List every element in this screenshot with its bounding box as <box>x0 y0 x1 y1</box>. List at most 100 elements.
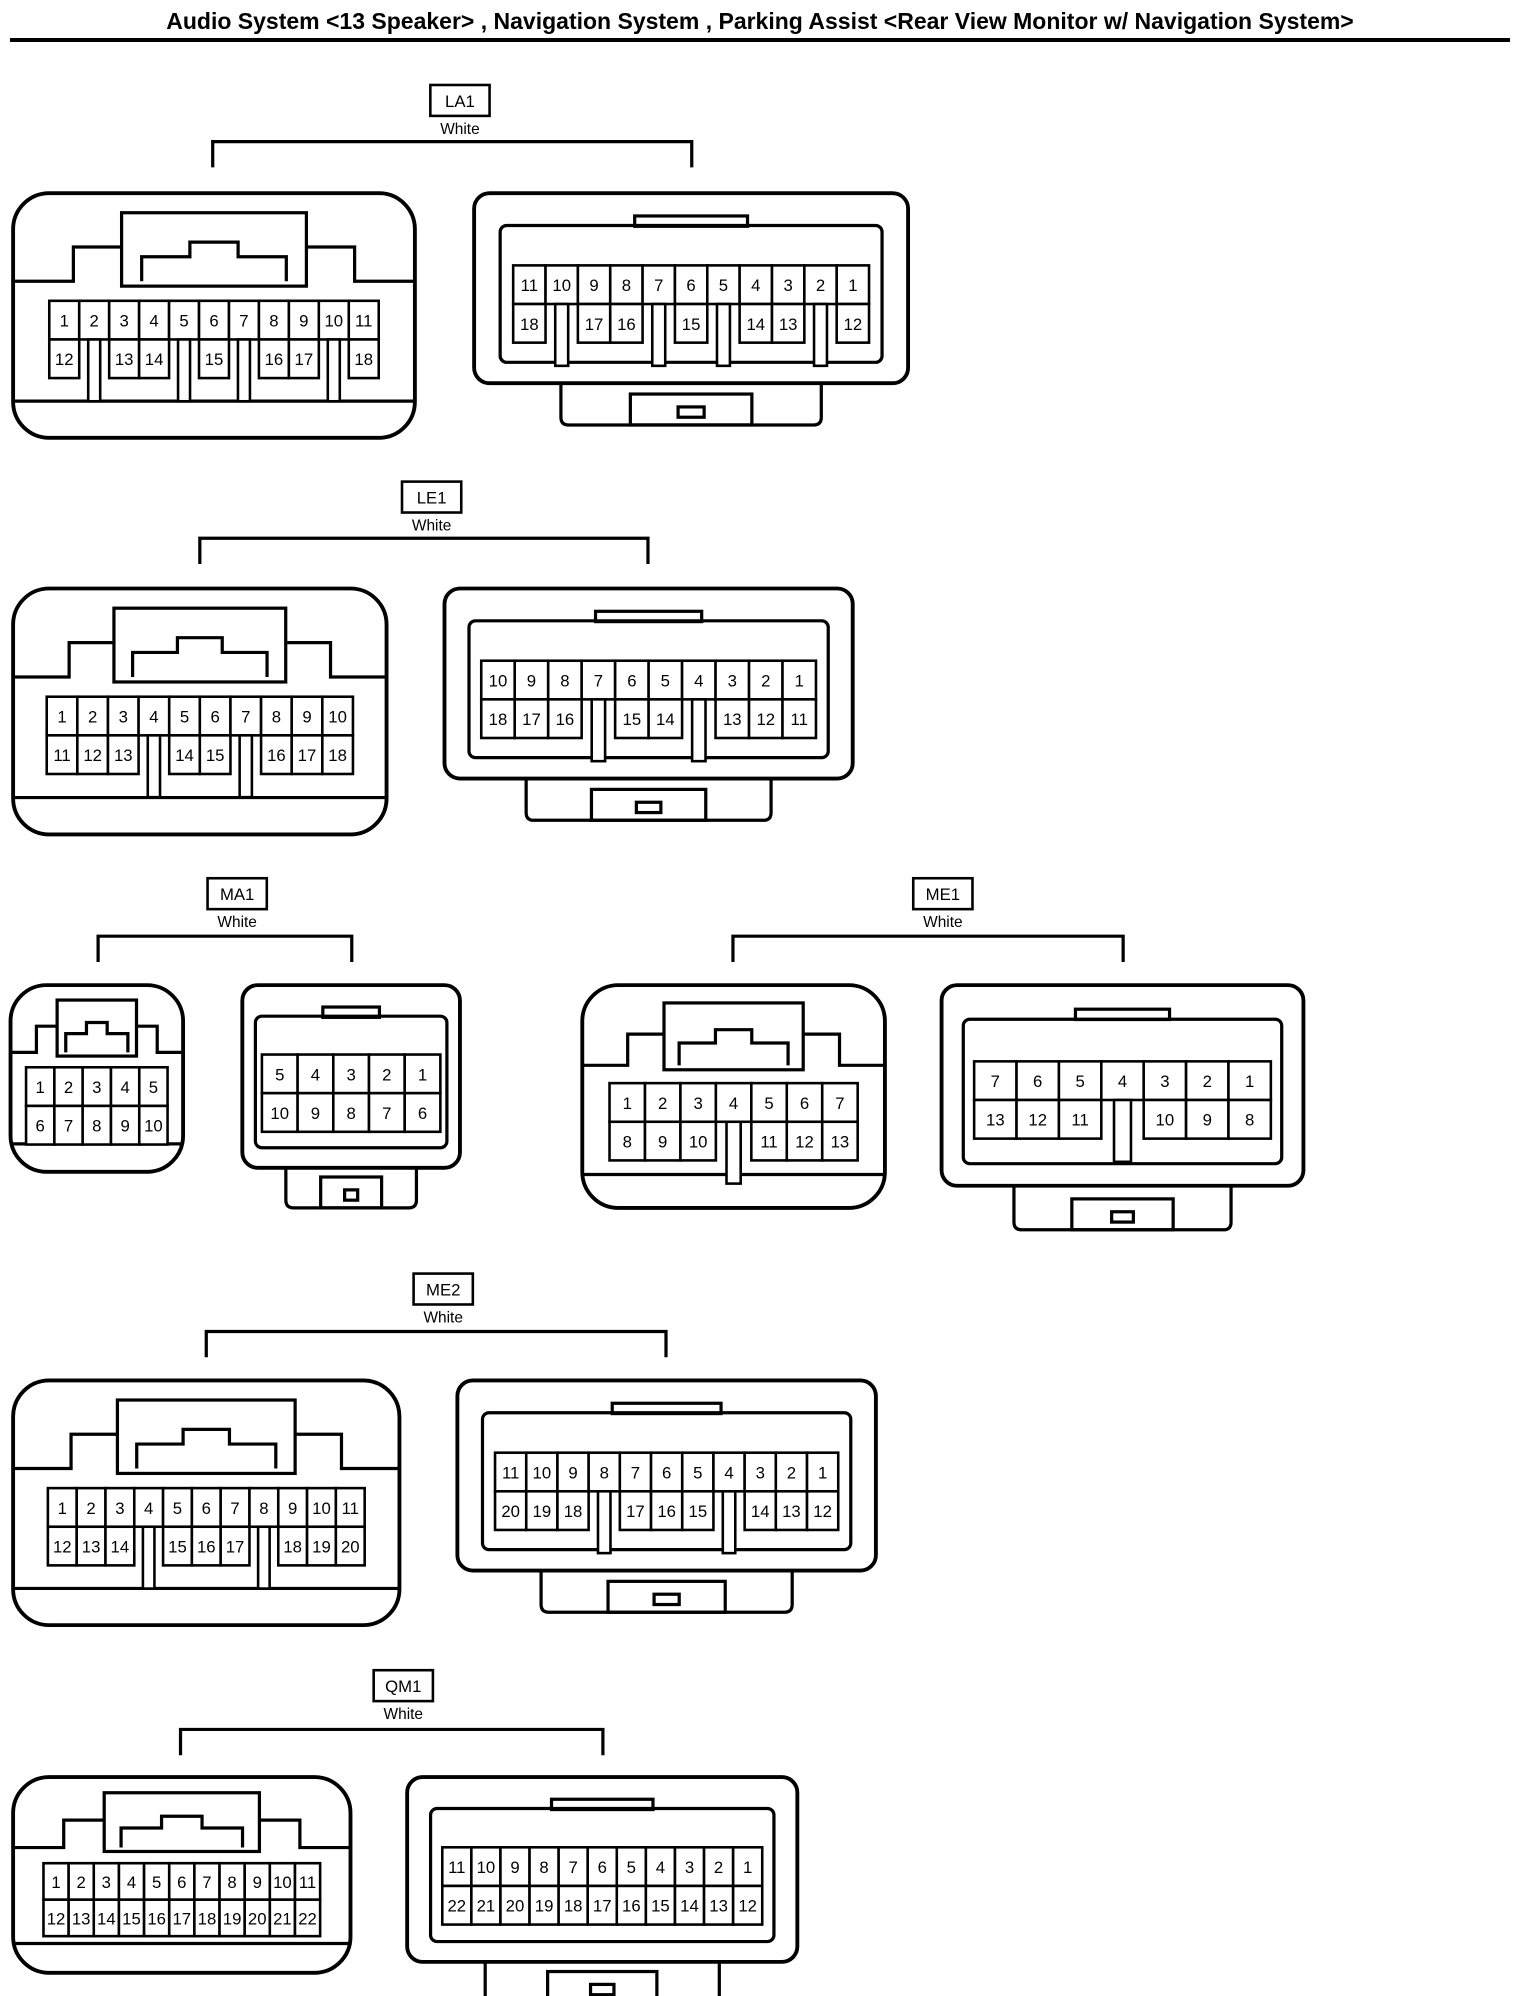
pin-number: 5 <box>152 1873 161 1892</box>
cavity-gap <box>256 1525 271 1590</box>
cavity-gap <box>715 302 732 368</box>
pin-number: 19 <box>312 1538 331 1557</box>
pin: 3 <box>714 659 751 701</box>
pin-number: 18 <box>520 315 539 334</box>
pin-number: 4 <box>144 1499 153 1518</box>
pin-number: 9 <box>311 1104 320 1123</box>
pin-number: 9 <box>658 1133 667 1152</box>
pin: 17 <box>618 1490 653 1532</box>
pin-number: 10 <box>324 312 343 331</box>
pin: 18 <box>479 698 517 740</box>
bracket-line <box>211 140 694 168</box>
pin: 10 <box>470 1846 502 1888</box>
pin: 13 <box>107 338 141 380</box>
bracket-line <box>731 934 1125 962</box>
pin: 8 <box>587 1451 622 1493</box>
pin: 8 <box>218 1861 246 1901</box>
pin: 5 <box>615 1846 648 1888</box>
pin: 2 <box>75 1486 107 1529</box>
pin: 4 <box>109 1065 141 1108</box>
pin: 5 <box>680 1451 715 1493</box>
pin-number: 18 <box>564 1502 583 1521</box>
pin: 17 <box>576 302 612 344</box>
pin: 12 <box>1015 1098 1061 1140</box>
pin: 8 <box>528 1846 560 1888</box>
pin: 13 <box>820 1120 859 1162</box>
pin-number: 4 <box>1118 1072 1127 1091</box>
connector-color: White <box>423 1310 462 1327</box>
pin: 4 <box>644 1846 677 1888</box>
pin: 2 <box>367 1053 406 1095</box>
pin-number: 6 <box>202 1499 211 1518</box>
pin: 6 <box>649 1451 684 1493</box>
pin: 13 <box>972 1098 1018 1140</box>
pin-number: 15 <box>682 315 701 334</box>
pin: 12 <box>835 302 871 344</box>
pin: 13 <box>106 734 140 776</box>
pin-number: 20 <box>248 1909 267 1928</box>
pin: 7 <box>219 1486 251 1529</box>
pin-number: 4 <box>149 312 158 331</box>
pin: 16 <box>649 1490 684 1532</box>
pin-number: 7 <box>239 312 248 331</box>
pin-number: 2 <box>64 1078 73 1097</box>
pin: 9 <box>643 1120 682 1162</box>
pin-number: 8 <box>600 1463 609 1482</box>
pin-number: 10 <box>144 1117 163 1136</box>
pin: 13 <box>770 302 806 344</box>
pin: 8 <box>332 1091 371 1134</box>
cavity-gap <box>590 698 607 763</box>
pin: 21 <box>470 1884 502 1926</box>
pin: 13 <box>714 698 751 740</box>
cavity-gap <box>146 734 162 799</box>
pin: 4 <box>296 1053 335 1095</box>
pin-number: 7 <box>991 1072 1000 1091</box>
pin: 12 <box>42 1898 70 1938</box>
pin-number: 21 <box>477 1897 496 1916</box>
pin-number: 9 <box>253 1873 262 1892</box>
pin-number: 14 <box>680 1897 699 1916</box>
pin-number: 11 <box>355 312 372 331</box>
pin-number: 6 <box>627 671 636 690</box>
pin: 15 <box>680 1490 715 1532</box>
pin: 9 <box>276 1486 309 1529</box>
pin: 8 <box>608 264 644 306</box>
pin-number: 11 <box>299 1873 316 1892</box>
pin: 16 <box>190 1525 222 1567</box>
pin-number: 8 <box>560 671 569 690</box>
pin-number: 2 <box>658 1094 667 1113</box>
pin-number: 18 <box>198 1909 217 1928</box>
pin-number: 3 <box>784 276 793 295</box>
pin: 1 <box>835 264 871 306</box>
pin: 5 <box>161 1486 194 1529</box>
pin: 14 <box>673 1884 706 1926</box>
connector-id: LA1 <box>445 92 475 111</box>
pin-number: 19 <box>535 1897 554 1916</box>
pin: 14 <box>104 1525 136 1567</box>
pin: 2 <box>702 1846 735 1888</box>
pin-number: 17 <box>295 350 314 369</box>
pin: 17 <box>290 734 324 776</box>
pin-number: 16 <box>657 1502 676 1521</box>
pin-number: 8 <box>622 276 631 295</box>
pin-number: 11 <box>521 276 538 295</box>
pin: 6 <box>403 1091 442 1134</box>
pin: 2 <box>67 1861 96 1901</box>
pin: 6 <box>24 1104 56 1146</box>
cavity-gap <box>690 698 707 763</box>
pin-number: 5 <box>275 1065 284 1084</box>
pin-number: 18 <box>489 710 508 729</box>
pin: 10 <box>305 1486 338 1529</box>
pin: 11 <box>347 299 381 341</box>
pin-number: 7 <box>230 1499 239 1518</box>
pin: 18 <box>557 1884 589 1926</box>
connector-id: QM1 <box>385 1677 421 1696</box>
pin: 2 <box>774 1451 809 1493</box>
pin: 9 <box>296 1091 335 1134</box>
pin-number: 17 <box>172 1909 191 1928</box>
pin: 3 <box>1142 1060 1188 1102</box>
pin-number: 14 <box>751 1502 770 1521</box>
pin: 12 <box>785 1120 824 1162</box>
pin: 18 <box>276 1525 309 1567</box>
